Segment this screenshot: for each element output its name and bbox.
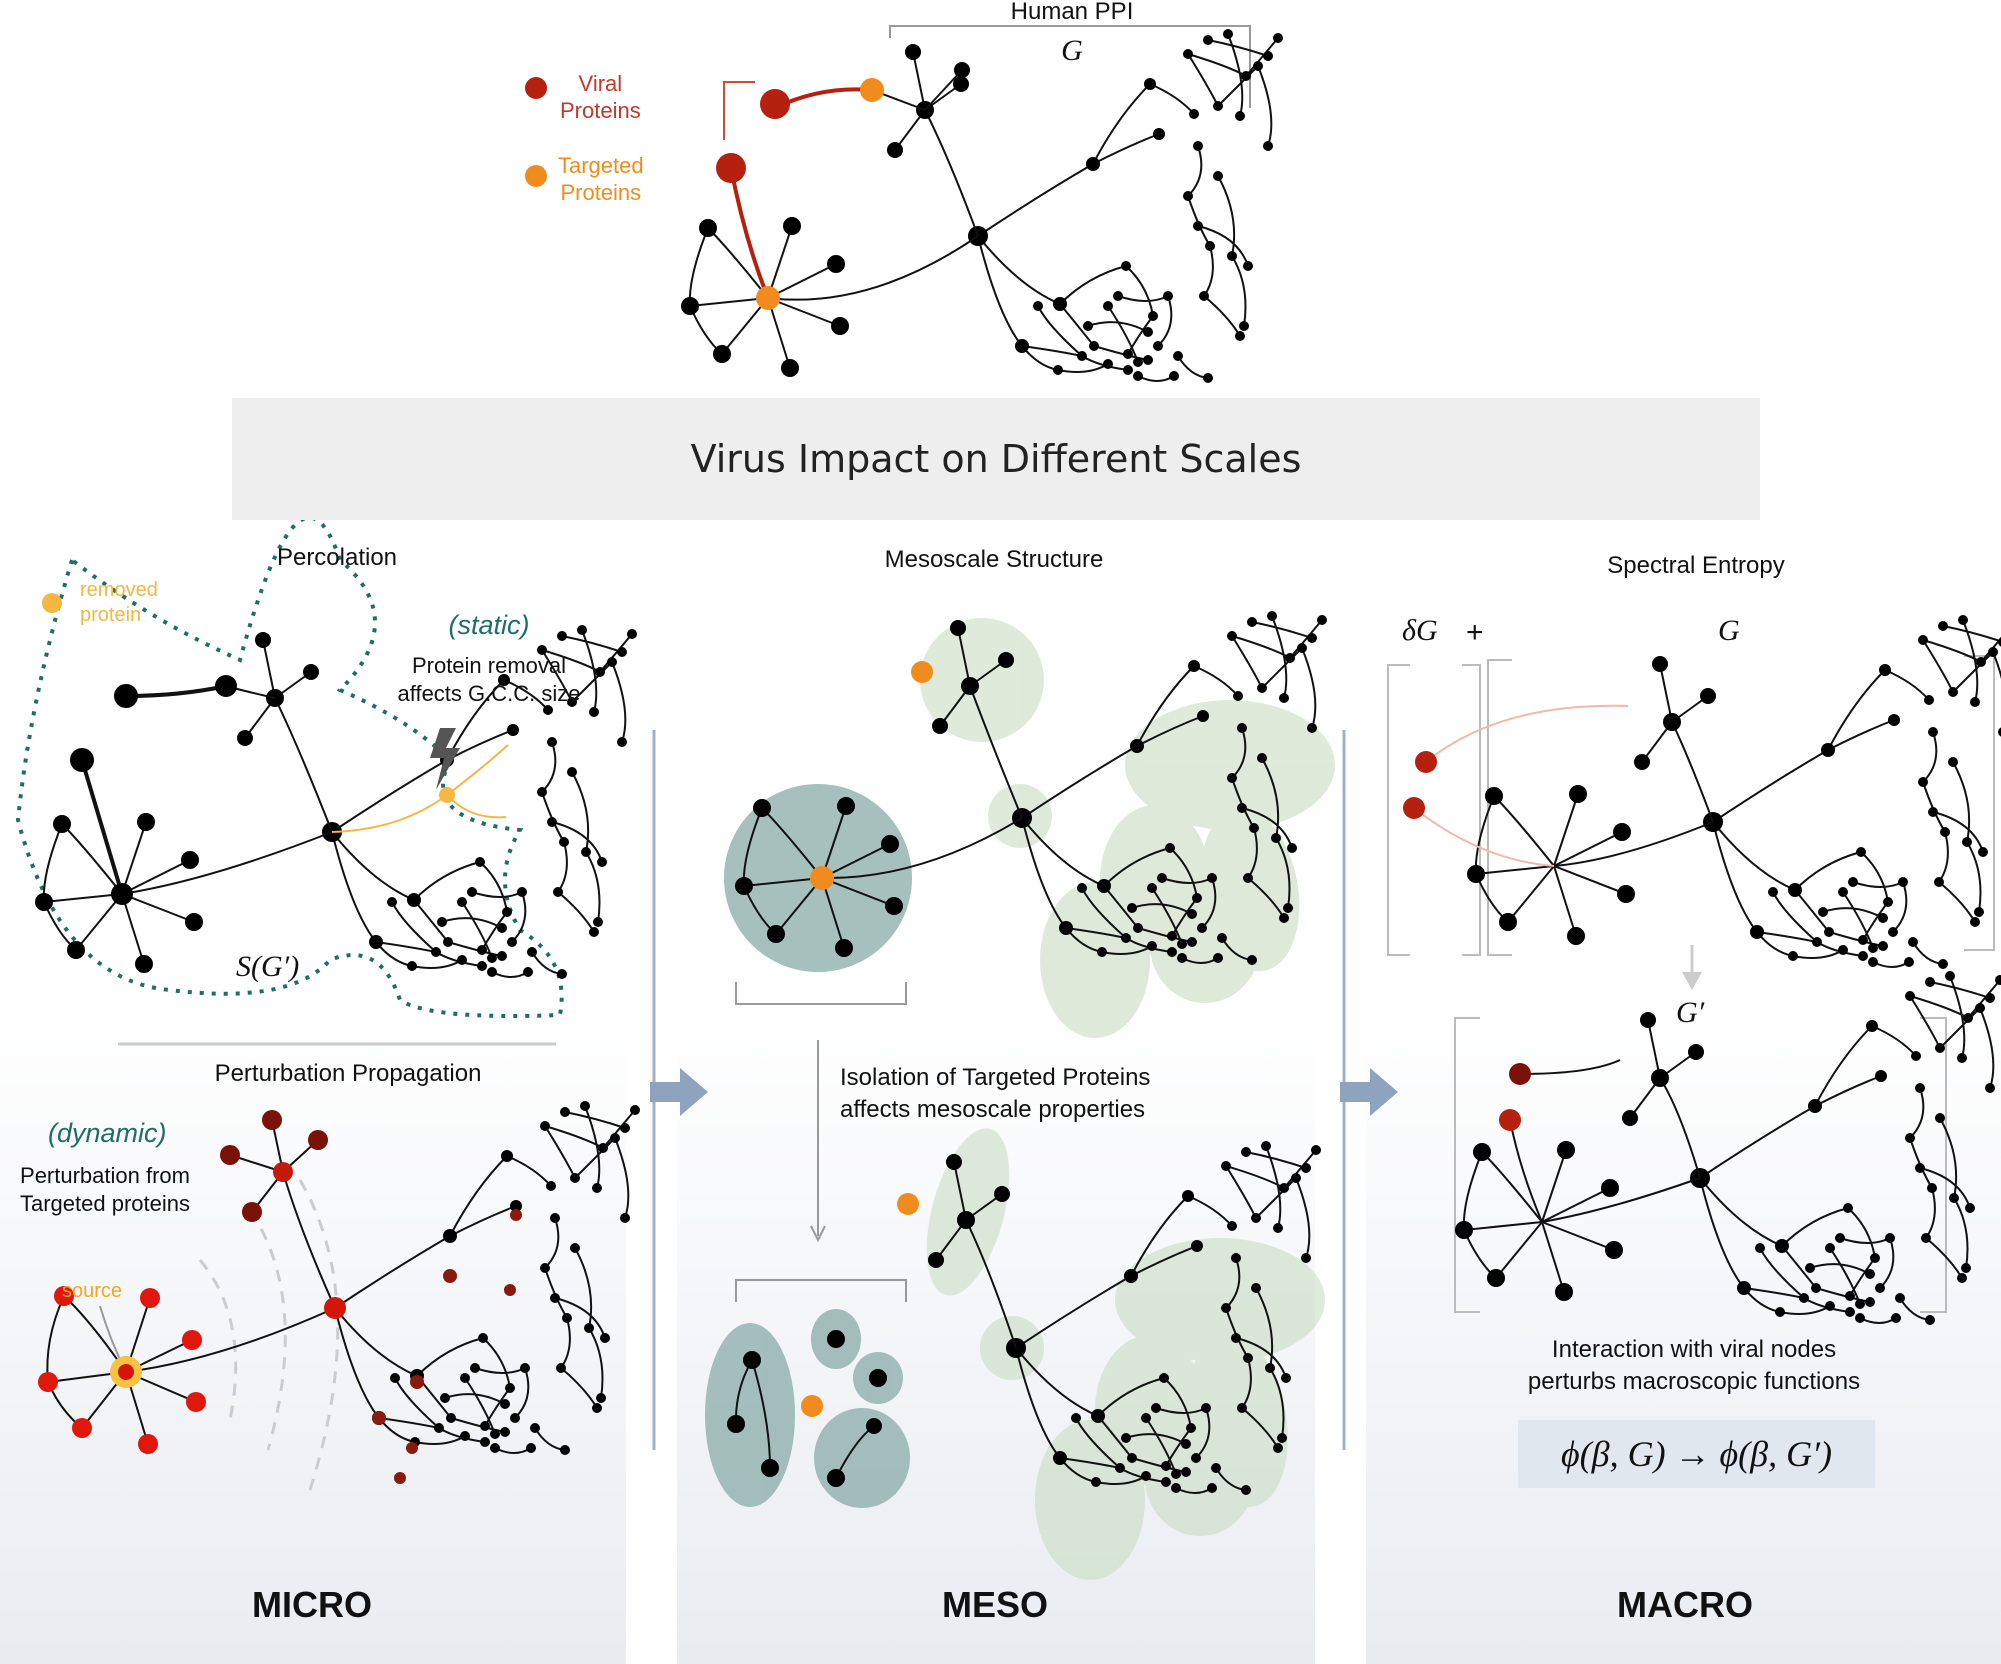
viral-node bbox=[760, 89, 790, 119]
macro-panel-bg bbox=[1366, 1000, 2001, 1664]
viral-node bbox=[716, 153, 746, 183]
top-network bbox=[680, 28, 1284, 384]
formula-box: ϕ(β, G) → ϕ(β, G′) bbox=[1518, 1420, 1875, 1488]
static-description: Protein removal affects G.C.C. size bbox=[397, 653, 581, 706]
micro-scale-label: MICRO bbox=[252, 1584, 372, 1625]
perturbation-title: Perturbation Propagation bbox=[214, 1060, 482, 1087]
plus-sign: + bbox=[1466, 616, 1484, 649]
legend-targeted-label: Targeted Proteins bbox=[558, 153, 644, 205]
arrow-right-icon bbox=[1340, 1068, 1398, 1116]
meso-network-bottom bbox=[705, 1128, 1325, 1580]
macro-network-bottom bbox=[1454, 970, 2001, 1326]
sg-label: S(G′) bbox=[236, 950, 300, 983]
removed-node bbox=[439, 787, 455, 803]
macro-scale-label: MACRO bbox=[1617, 1584, 1753, 1625]
human-ppi-label: Human PPI bbox=[1010, 0, 1134, 25]
targeted-node bbox=[756, 286, 780, 310]
macro-description: Interaction with viral nodes perturbs ma… bbox=[1527, 1336, 1861, 1395]
g-label-macro: G bbox=[1718, 614, 1740, 647]
delta-g-label: δG bbox=[1402, 614, 1438, 647]
macro-network-top bbox=[1387, 614, 2001, 990]
removed-legend-label: removed protein bbox=[80, 579, 158, 626]
legend-removed-dot bbox=[42, 593, 62, 613]
meso-title: Mesoscale Structure bbox=[884, 546, 1104, 573]
percolation-title: Percolation bbox=[276, 544, 398, 571]
legend-viral-dot bbox=[525, 77, 547, 99]
micro-panel-bg bbox=[0, 1000, 626, 1664]
dynamic-description: Perturbation from Targeted proteins bbox=[20, 1163, 190, 1216]
g-label: G bbox=[1061, 34, 1083, 67]
static-label: (static) bbox=[448, 610, 530, 640]
macro-title: Spectral Entropy bbox=[1607, 552, 1785, 579]
lightning-icon bbox=[430, 728, 460, 790]
legend-viral-label: Viral Proteins bbox=[560, 71, 641, 123]
arrow-right-icon bbox=[650, 1068, 708, 1116]
meso-scale-label: MESO bbox=[941, 1584, 1049, 1625]
meso-network-top bbox=[724, 610, 1335, 1243]
meso-description: Isolation of Targeted Proteins affects m… bbox=[840, 1064, 1151, 1123]
human-ppi-bracket bbox=[889, 25, 1251, 108]
banner-title: Virus Impact on Different Scales bbox=[232, 398, 1760, 520]
g-prime-label: G′ bbox=[1676, 996, 1705, 1029]
perturbation-network bbox=[38, 1100, 641, 1491]
dynamic-label: (dynamic) bbox=[48, 1118, 167, 1148]
targeted-node bbox=[860, 78, 884, 102]
legend-targeted-dot bbox=[525, 165, 547, 187]
source-label: source bbox=[62, 1280, 123, 1302]
viral-edge bbox=[729, 167, 770, 299]
percolation-network bbox=[15, 515, 638, 1018]
